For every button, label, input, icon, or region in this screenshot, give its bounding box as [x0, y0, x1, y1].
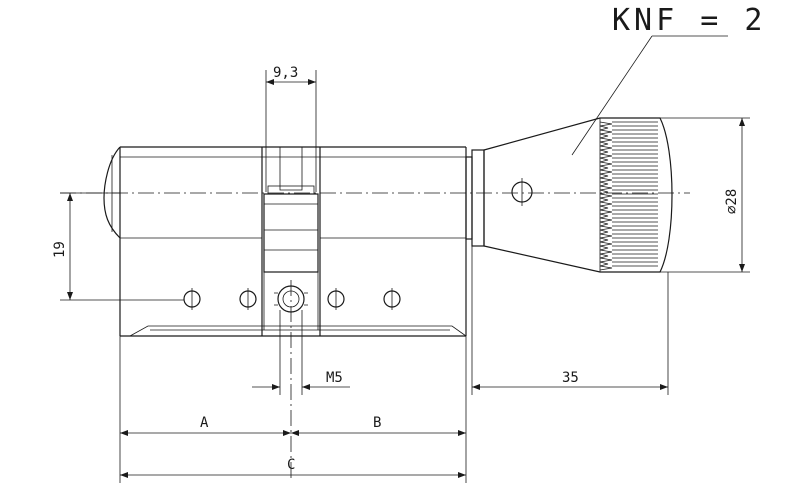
knurl-tooth: [599, 225, 613, 231]
knurl-tooth: [599, 257, 613, 263]
knurl-tooth: [599, 241, 613, 247]
knurl-tooth: [599, 201, 613, 207]
knurl-tooth: [599, 205, 609, 211]
knurl-tooth: [599, 149, 609, 155]
thumbturn-knob: [465, 117, 673, 273]
knurl-tooth: [599, 161, 613, 167]
length-c-label: C: [287, 457, 295, 473]
dim-offset: 19: [52, 192, 184, 301]
knob-length-label: 35: [562, 370, 579, 386]
knf-label: KNF = 2: [612, 3, 766, 38]
knurl-tooth: [599, 141, 609, 147]
knurl-tooth: [599, 153, 613, 159]
knurl-tooth: [599, 213, 609, 219]
knurl-tooth: [599, 185, 613, 191]
hole-2: [239, 288, 257, 310]
knurl-tooth: [599, 121, 613, 127]
knurl-tooth: [599, 129, 613, 135]
pin-holes: [183, 285, 401, 313]
knurl-tooth: [599, 229, 609, 235]
knurl-tooth: [599, 125, 609, 131]
dim-thread: M5: [252, 310, 350, 395]
cylinder-body: [103, 146, 467, 337]
knurl-tooth: [599, 209, 613, 215]
knurl-tooth: [599, 221, 609, 227]
knurling: [599, 121, 658, 271]
knurl-tooth: [599, 237, 609, 243]
hole-4: [327, 288, 345, 310]
hole-5: [383, 288, 401, 310]
length-b-label: B: [373, 415, 381, 431]
knurl-tooth: [599, 261, 609, 267]
knurl-tooth: [599, 145, 613, 151]
knurl-tooth: [599, 181, 609, 187]
knurl-tooth: [599, 177, 613, 183]
knurl-tooth: [599, 197, 609, 203]
knurl-tooth: [599, 249, 613, 255]
dim-lengths: A B C: [119, 336, 467, 483]
knurl-tooth: [599, 265, 613, 271]
offset-label: 19: [52, 241, 68, 258]
knurl-tooth: [599, 137, 613, 143]
length-a-label: A: [200, 415, 209, 431]
knurl-tooth: [599, 157, 609, 163]
knurl-tooth: [599, 169, 613, 175]
knurl-tooth: [599, 233, 613, 239]
knurl-tooth: [599, 173, 609, 179]
knurl-tooth: [599, 217, 613, 223]
knurl-tooth: [599, 189, 609, 195]
knurl-tooth: [599, 245, 609, 251]
dim-cam-width: 9,3: [265, 65, 317, 147]
knurl-tooth: [599, 133, 609, 139]
knf-callout: KNF = 2: [571, 3, 766, 156]
knob-diameter-label: ⌀28: [724, 189, 740, 214]
dim-knob-diameter: ⌀28: [660, 117, 750, 273]
thread-label: M5: [326, 370, 343, 386]
knurl-tooth: [599, 193, 613, 199]
hole-1: [183, 288, 201, 310]
knurl-tooth: [599, 165, 609, 171]
cam-slot: [261, 147, 321, 336]
knurl-tooth: [599, 253, 609, 259]
dim-knob-length: 35: [471, 246, 669, 395]
cam-width-label: 9,3: [273, 65, 298, 81]
